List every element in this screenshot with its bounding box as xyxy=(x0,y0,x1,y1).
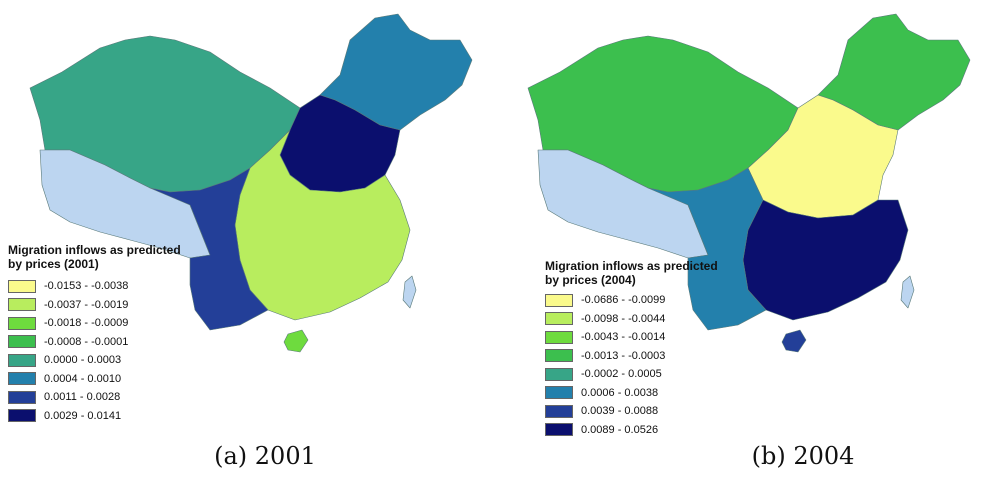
region-taiwan xyxy=(900,275,915,309)
legend-2004: Migration inflows as predicted by prices… xyxy=(545,259,765,439)
legend-item: -0.0037 - -0.0019 xyxy=(8,296,228,315)
legend-title: Migration inflows as predicted by prices… xyxy=(8,243,181,271)
legend-swatch xyxy=(545,404,573,418)
legend-item: 0.0000 - 0.0003 xyxy=(8,351,228,370)
legend-swatch xyxy=(8,409,36,423)
legend-item: -0.0013 - -0.0003 xyxy=(545,347,765,366)
legend-item: 0.0004 - 0.0010 xyxy=(8,370,228,389)
legend-item: 0.0006 - 0.0038 xyxy=(545,384,765,403)
legend-item: 0.0029 - 0.0141 xyxy=(8,407,228,426)
legend-2001: Migration inflows as predicted by prices… xyxy=(8,243,228,425)
legend-item: -0.0008 - -0.0001 xyxy=(8,333,228,352)
legend-item: 0.0011 - 0.0028 xyxy=(8,388,228,407)
legend-swatch xyxy=(545,293,573,307)
region-southwest xyxy=(647,167,767,331)
legend-item: 0.0089 - 0.0526 xyxy=(545,421,765,440)
caption-2001: (a) 2001 xyxy=(214,442,316,470)
legend-swatch xyxy=(545,349,573,363)
legend-items: -0.0153 - -0.0038 -0.0037 - -0.0019 -0.0… xyxy=(8,277,228,425)
map-panel-2004: Migration inflows as predicted by prices… xyxy=(498,0,996,477)
legend-swatch xyxy=(8,372,36,386)
legend-swatch xyxy=(8,316,36,330)
map-panel-2001: Migration inflows as predicted by prices… xyxy=(8,13,473,470)
legend-swatch xyxy=(8,335,36,349)
legend-item: -0.0002 - 0.0005 xyxy=(545,365,765,384)
legend-item: -0.0686 - -0.0099 xyxy=(545,291,765,310)
legend-swatch xyxy=(545,312,573,326)
legend-swatch xyxy=(545,423,573,437)
legend-swatch xyxy=(545,386,573,400)
region-hainan xyxy=(283,329,309,353)
region-central-south xyxy=(742,199,909,321)
caption-2004: (b) 2004 xyxy=(751,442,855,470)
legend-items: -0.0686 - -0.0099 -0.0098 - -0.0044 -0.0… xyxy=(545,291,765,439)
legend-swatch xyxy=(545,330,573,344)
region-taiwan xyxy=(402,275,417,309)
legend-item: -0.0018 - -0.0009 xyxy=(8,314,228,333)
region-hainan xyxy=(781,329,807,353)
legend-item: -0.0098 - -0.0044 xyxy=(545,310,765,329)
legend-title: Migration inflows as predicted by prices… xyxy=(545,259,718,287)
legend-item: 0.0039 - 0.0088 xyxy=(545,402,765,421)
legend-swatch xyxy=(8,279,36,293)
china-map-2004 xyxy=(527,13,971,353)
legend-item: -0.0043 - -0.0014 xyxy=(545,328,765,347)
legend-item: -0.0153 - -0.0038 xyxy=(8,277,228,296)
legend-swatch xyxy=(8,390,36,404)
china-map-2001 xyxy=(29,13,473,353)
legend-swatch xyxy=(8,298,36,312)
legend-swatch xyxy=(8,353,36,367)
legend-swatch xyxy=(545,367,573,381)
region-southwest xyxy=(149,167,269,331)
